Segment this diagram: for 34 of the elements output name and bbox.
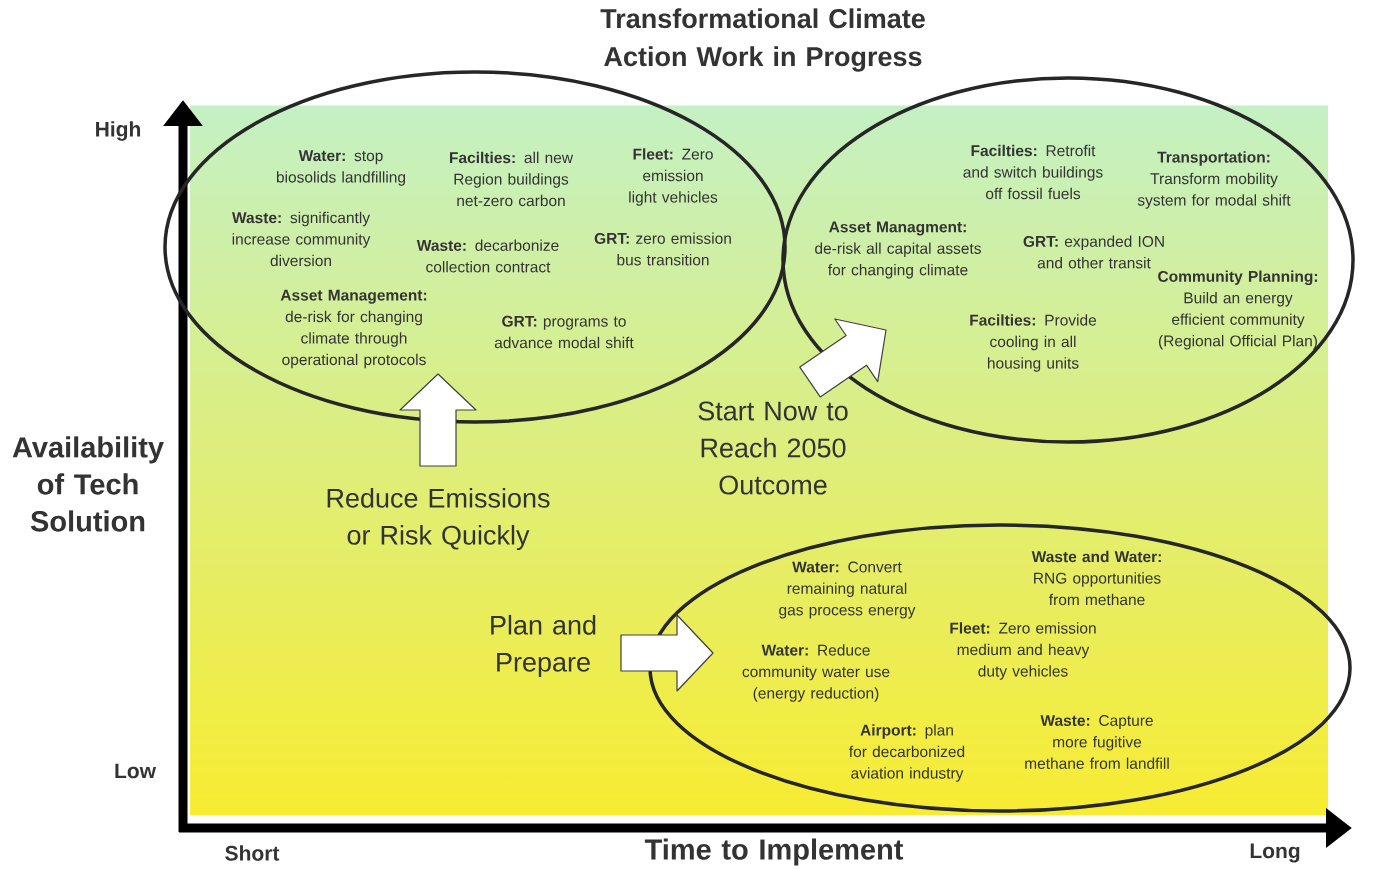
axis-title: Availability of Tech Solution	[12, 436, 164, 532]
action-text: Airport: plan for decarbonized aviation industry	[849, 724, 965, 782]
block-arrow	[399, 373, 477, 467]
axis-label: High	[96, 121, 141, 141]
action-text: GRT: programs to advance modal shift	[494, 315, 634, 349]
action-text: Waste: significantly increase community diversion	[231, 211, 371, 267]
action-text: Asset Management: de-risk for changing climate through operational protocols	[280, 289, 427, 369]
axis-label: Low	[115, 763, 157, 779]
action-text: Water: Convert remaining natural gas process energy	[779, 561, 916, 619]
axis-label: Long	[1250, 843, 1300, 863]
axis-title: Time to Implement	[644, 838, 904, 866]
action-text: Facilties: Provide cooling in all housing units	[970, 314, 1097, 372]
category-text: Reduce Emissions or Risk Quickly	[327, 487, 550, 551]
action-text: Water: Reduce community water use (energy reduction)	[742, 644, 890, 702]
action-text: Fleet: Zero emission medium and heavy duty vehicles	[950, 622, 1096, 680]
action-text: GRT: zero emission bus transition	[594, 232, 731, 266]
action-text: Facilties: all new Region buildings net-zero carbon	[450, 151, 574, 207]
category-text: Start Now to Reach 2050 Outcome	[698, 401, 848, 495]
action-text: Waste: decarbonize collection contract	[416, 239, 559, 273]
block-arrow	[620, 614, 714, 692]
axis-label: Short	[225, 845, 280, 861]
action-text: Transportation: Transform mobility system for modal shift	[1137, 151, 1291, 209]
action-text: Water: stop biosolids landfilling	[276, 150, 405, 186]
category-text: Plan and Prepare	[491, 614, 596, 678]
action-text: Asset Managment: de-risk all capital assets for changing climate	[815, 221, 981, 279]
action-text: Community Planning: Build an energy efficient community (Regional Official Plan)	[1158, 270, 1318, 350]
ellipse-outline	[648, 523, 1352, 813]
action-text: GRT: expanded ION and other transit	[1023, 235, 1164, 269]
title: Transformational Climate Action Work in Progress	[600, 8, 925, 72]
action-text: Fleet: Zero emission light vehicles	[629, 148, 718, 206]
action-text: Waste and Water: RNG opportunities from methane	[1031, 550, 1161, 606]
block-arrow	[799, 318, 887, 398]
action-text: Facilties: Retrofit and switch buildings off fossil fuels	[963, 144, 1103, 200]
action-text: Waste: Capture more fugitive methane from landfill	[1025, 715, 1169, 769]
